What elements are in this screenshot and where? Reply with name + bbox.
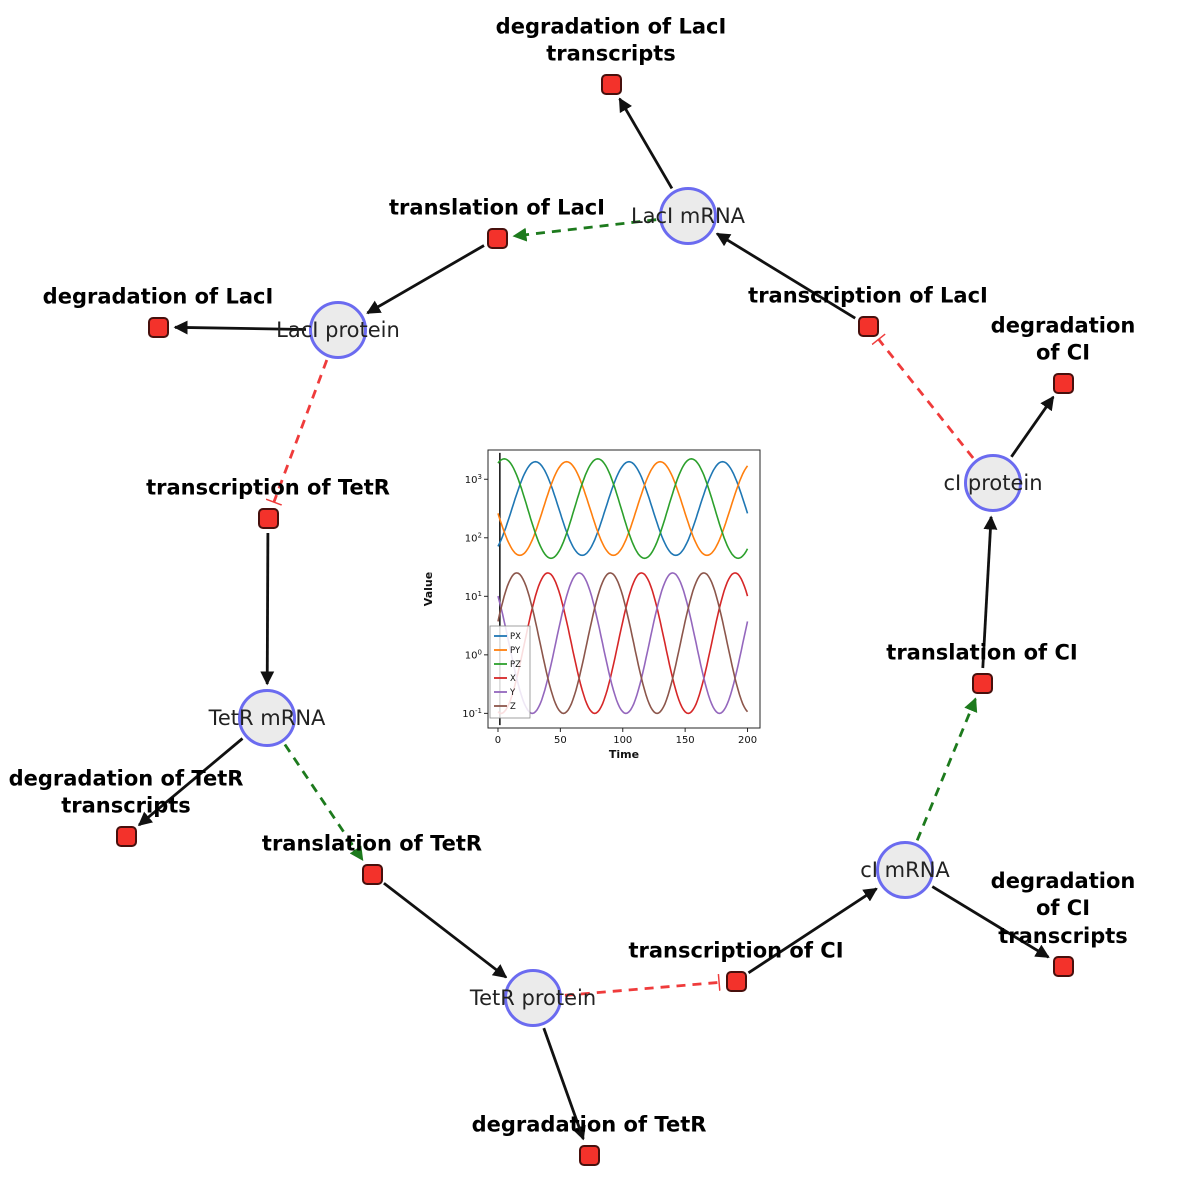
legend-label-Z: Z [510, 702, 516, 712]
y-tick-1e0: 100 [465, 648, 482, 661]
species-node-tetr-mrna[interactable] [238, 689, 296, 747]
reaction-node-deg-tetr[interactable] [579, 1145, 600, 1166]
x-tick-0: 0 [495, 735, 501, 746]
species-label-laci-protein: LacI protein [276, 318, 400, 342]
species-label-ci-protein: cI protein [943, 471, 1043, 495]
series-PZ [497, 457, 749, 560]
y-tick-1e-1: 10-1 [462, 707, 482, 720]
reaction-node-deg-laci[interactable] [148, 317, 169, 338]
reaction-label-translation-tetr: translation of TetR [261, 831, 483, 856]
edge-translation-tetr-to-tetr-protein [383, 882, 508, 979]
reaction-node-translation-ci[interactable] [972, 673, 993, 694]
reaction-label-transcription-laci: transcription of LacI [748, 283, 988, 308]
reaction-node-translation-tetr[interactable] [362, 864, 383, 885]
species-label-tetr-mrna: TetR mRNA [208, 706, 326, 730]
y-tick-1e2: 102 [465, 531, 482, 544]
reaction-label-transcription-ci: transcription of CI [628, 938, 844, 963]
reaction-label-deg-tetr: degradation of TetR [471, 1112, 707, 1137]
y-tick-1e3: 103 [465, 473, 482, 486]
species-node-laci-mrna[interactable] [659, 187, 717, 245]
species-label-laci-mrna: LacI mRNA [630, 204, 746, 228]
legend-label-X: X [510, 674, 516, 684]
reaction-node-deg-ci-transcripts[interactable] [1053, 956, 1074, 977]
legend-box [489, 625, 531, 719]
species-label-ci-mrna: cI mRNA [860, 858, 950, 882]
reaction-label-deg-tetr-transcripts: degradation of TetR transcripts [8, 766, 244, 818]
edge-transcription-tetr-to-tetr-mrna [260, 532, 275, 686]
edge-tetr-protein-to-deg-tetr [542, 1027, 586, 1141]
reaction-label-deg-ci-transcripts: degradation of CI transcripts [990, 869, 1136, 948]
y-tick-1e1: 101 [465, 590, 482, 603]
reaction-node-transcription-tetr[interactable] [258, 508, 279, 529]
edge-laci-protein-to-deg-laci [173, 320, 307, 335]
edge-tetr-protein-to-transcription-ci [564, 973, 721, 997]
edge-transcription-ci-to-ci-mrna [747, 887, 878, 974]
edge-ci-mrna-to-deg-ci-transcripts [931, 885, 1050, 959]
series-Y [497, 572, 749, 715]
x-tick-50: 50 [554, 735, 567, 746]
edge-ci-protein-to-deg-ci [1010, 395, 1055, 458]
reaction-label-translation-ci: translation of CI [886, 640, 1078, 665]
reaction-label-deg-laci-transcripts: degradation of LacI transcripts [495, 14, 727, 66]
legend-label-PX: PX [510, 632, 521, 642]
series-X [497, 572, 749, 715]
reaction-node-translation-laci[interactable] [487, 228, 508, 249]
series-PY [497, 460, 749, 557]
legend-label-PZ: PZ [510, 660, 521, 670]
x-axis-label: Time [609, 748, 639, 761]
species-node-laci-protein[interactable] [309, 301, 367, 359]
edge-laci-mrna-to-translation-laci [512, 218, 657, 242]
reaction-node-deg-tetr-transcripts[interactable] [116, 826, 137, 847]
species-node-tetr-protein[interactable] [504, 969, 562, 1027]
reaction-node-transcription-laci[interactable] [858, 316, 879, 337]
reaction-node-deg-laci-transcripts[interactable] [601, 74, 622, 95]
edge-translation-ci-to-ci-protein [981, 515, 998, 669]
reaction-label-deg-laci: degradation of LacI [42, 284, 274, 309]
reaction-label-deg-ci: degradation of CI [990, 313, 1136, 365]
species-label-tetr-protein: TetR protein [469, 986, 597, 1010]
series-PX [497, 460, 749, 557]
reaction-label-translation-laci: translation of LacI [389, 195, 605, 220]
x-tick-100: 100 [613, 735, 632, 746]
legend-label-Y: Y [509, 688, 516, 698]
reaction-node-deg-ci[interactable] [1053, 373, 1074, 394]
edge-translation-laci-to-laci-protein [366, 244, 485, 315]
edge-laci-mrna-to-deg-laci-transcripts [618, 97, 674, 190]
edge-tetr-mrna-to-translation-tetr [283, 743, 364, 862]
series-Z [497, 572, 749, 715]
x-tick-150: 150 [676, 735, 695, 746]
reaction-node-transcription-ci[interactable] [726, 971, 747, 992]
x-tick-200: 200 [738, 735, 757, 746]
y-axis-label: Value [422, 572, 435, 606]
reaction-label-transcription-tetr: transcription of TetR [146, 475, 390, 500]
edge-transcription-laci-to-laci-mrna [715, 232, 856, 320]
species-node-ci-mrna[interactable] [876, 841, 934, 899]
legend-label-PY: PY [510, 646, 521, 656]
edge-tetr-mrna-to-deg-tetr-transcripts [137, 737, 244, 827]
species-node-ci-protein[interactable] [964, 454, 1022, 512]
